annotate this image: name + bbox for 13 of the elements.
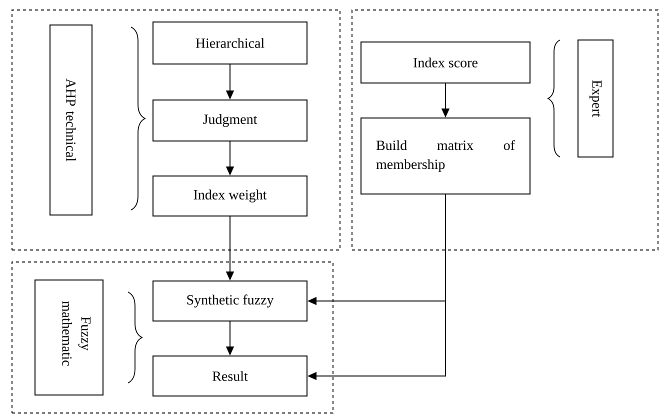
process-box: Build matrix of membership — [360, 118, 530, 194]
process-box: Result — [152, 356, 308, 396]
process-box: Synthetic fuzzy — [152, 280, 308, 322]
process-box: Hierarchical — [152, 22, 308, 64]
dashed-group-box — [12, 262, 334, 414]
dashed-group-box — [12, 10, 340, 250]
process-box: Index score — [360, 42, 530, 84]
process-box: Judgment — [152, 100, 308, 142]
side-label-box: Fuzzy mathematic — [34, 280, 104, 396]
side-label-box: AHP technical — [50, 24, 92, 216]
dashed-group-box — [352, 10, 658, 250]
process-box: Index weight — [152, 176, 308, 216]
side-label-box: Expert — [578, 40, 614, 158]
